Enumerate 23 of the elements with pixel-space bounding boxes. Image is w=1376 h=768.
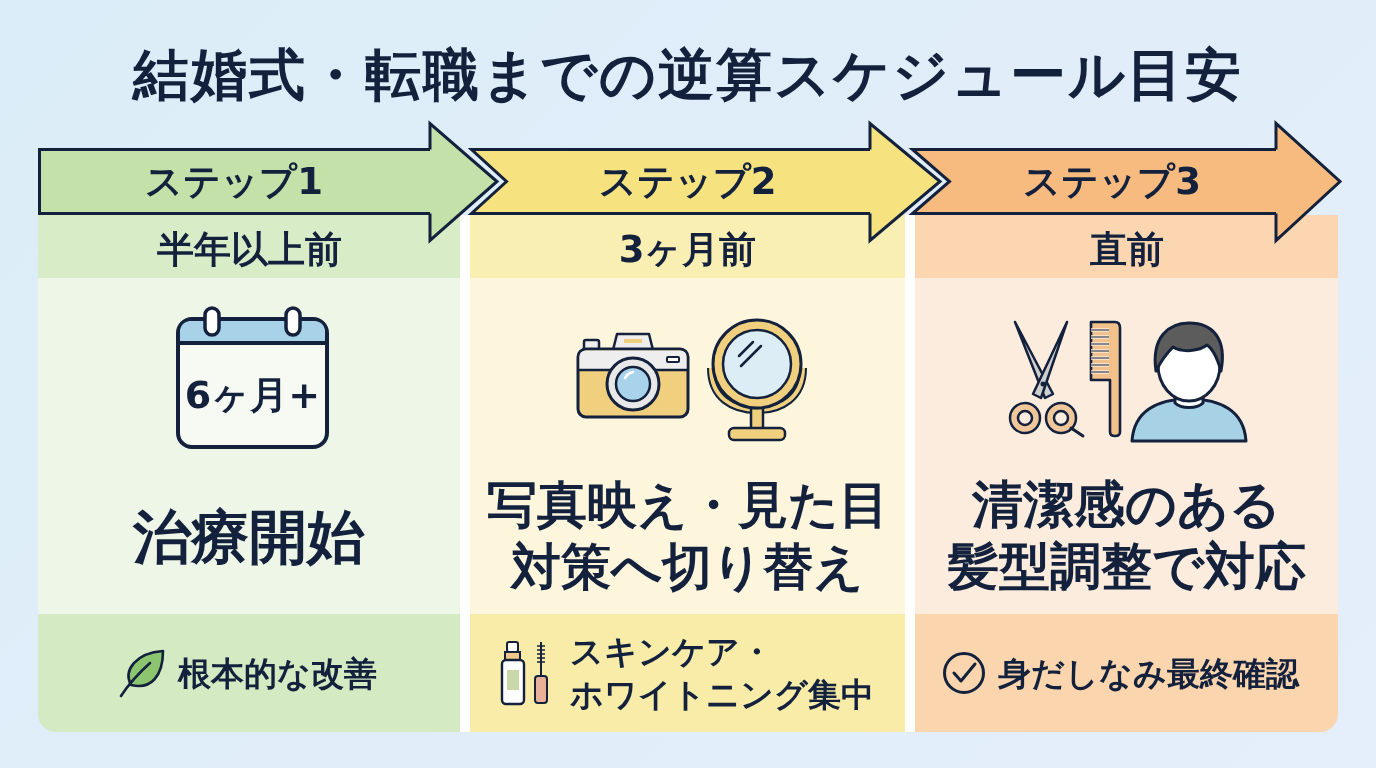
footer-band [470,614,905,732]
footer-text: 根本的な改善 [178,652,377,695]
action-text: 清潔感のある髪型調整で対応 [946,474,1307,598]
arrow [428,120,500,244]
period-header: 直前 [915,215,1338,278]
step-panel [470,278,905,614]
step-panel [38,278,460,614]
step-label: ステップ3 [1023,158,1201,205]
footer-text: スキンケア・ホワイトニング集中 [570,631,875,716]
calendar-text: 6ヶ月+ [184,372,321,418]
footer-band [915,614,1338,732]
footer-text: 身だしなみ最終確認 [998,652,1299,695]
action-text: 写真映え・見た目対策へ切り替え [485,475,890,598]
step-panel [915,278,1338,614]
period-header: 半年以上前 [38,215,460,278]
action-text: 治療開始 [133,502,365,572]
arrow [868,120,943,244]
footer-band [38,614,460,732]
step-label: ステップ1 [145,158,323,205]
period-header: 3ヶ月前 [470,215,905,278]
title: 結婚式・転職までの逆算スケジュール目安 [133,41,1243,109]
arrow [1274,120,1343,244]
step-label: ステップ2 [598,158,777,205]
